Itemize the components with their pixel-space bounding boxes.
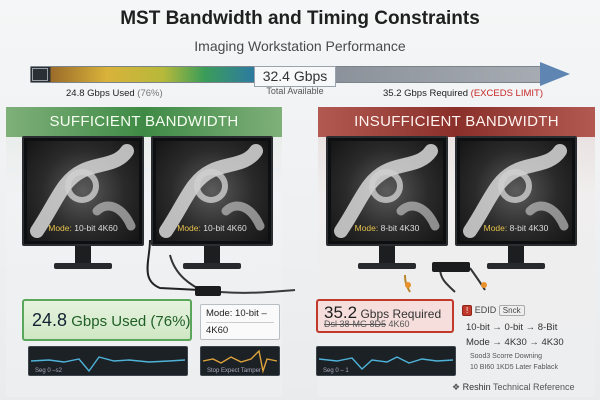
mode-value: 10-bit 4K60 [203,223,247,233]
used-bandwidth-pct: (76%) [137,88,163,99]
waveform-graphic [318,356,454,370]
monitor-mode-tag: Mode: 8-bit 4K30 [460,223,572,233]
required-bandwidth-text: 35.2 Gbps Required [383,88,469,99]
mode-box: Mode: 10-bit – 4K60 [200,304,280,340]
page-subtitle: Imaging Workstation Performance [194,38,406,54]
used-gbps-value: 24.8 [32,310,68,330]
used-bandwidth-box: 24.8 Gbps Used (76%) [22,299,192,341]
mst-hub-left [195,286,221,296]
mst-hub-right [432,262,470,272]
xray-bone-graphic [159,144,265,238]
required-bandwidth-readout: 35.2 Gbps Required [324,303,441,323]
monitor-base [183,263,241,269]
brand-logo-icon: ❖ [452,382,461,392]
waveform-label: Seg 0 –s2 [35,368,63,374]
monitor-left-2: Mode: 10-bit 4K60 [151,136,273,246]
xray-bone-graphic [463,144,569,238]
edid-label: EDID [474,305,497,315]
monitor-stand [204,246,220,264]
mode-label: Mode: [483,223,508,233]
mode-label: Mode: [354,223,379,233]
signal-waveform: Seg 0 –s2 [28,346,188,376]
fallback-bitdepth-row: 10-bit → 0-bit → 8-Bit [466,322,558,333]
xray-bone-graphic [334,144,440,238]
mode-label: Mode: [177,223,201,233]
footer-text: Technical Reference [492,382,575,392]
used-bandwidth-text: 24.8 Gbps Used [66,88,135,99]
xray-image: Mode: 8-bit 4K30 [460,141,572,241]
monitor-mode-tag: Mode: 10-bit 4K60 [156,223,268,233]
waveform-label: Seg 0 – 1 [323,368,349,374]
mode-value: 8-bit 4K30 [380,223,420,233]
fallback-mode-row: Mode → 4K30 → 4K30 [466,337,564,348]
mode-value: 10-bit 4K60 [74,223,118,233]
monitor-stand [379,246,395,264]
struck-mode: Dsl 38-MG 8D5 [324,319,387,329]
monitor-stand [508,246,524,264]
note-line: Sood3 Scorre Downing [470,353,542,360]
divider [206,322,274,323]
waveform-label: Stop Expect Tamper [207,368,261,374]
exceeds-limit-warning: (EXCEDS LIMIT) [470,88,543,99]
monitor-mode-tag: Mode: 10-bit 4K60 [27,223,139,233]
xray-image: Mode: 10-bit 4K60 [27,141,139,241]
used-gbps-label: Gbps Used (76%) [71,313,191,330]
used-bandwidth-readout: 24.8 Gbps Used (76%) [32,310,190,331]
required-bandwidth-label: 35.2 Gbps Required (EXCEDS LIMIT) [383,88,543,99]
insufficient-heading: INSUFFICIENT BANDWIDTH [318,107,595,137]
monitor-base [487,263,545,269]
waveform-graphic [202,349,278,374]
page-title: MST Bandwidth and Timing Constraints [120,8,480,29]
xray-image: Mode: 8-bit 4K30 [331,141,443,241]
waveform-graphic [30,356,186,373]
mode-line: Mode: 10-bit – [206,308,267,319]
edid-chip: Snck [498,305,525,316]
monitor-right-2: Mode: 8-bit 4K30 [455,136,577,246]
monitor-base [54,263,112,269]
monitor-right-1: Mode: 8-bit 4K30 [326,136,448,246]
required-bandwidth-box: 35.2 Gbps Required Dsl 38-MG 8D5 4K60 [316,299,454,333]
monitor-mode-tag: Mode: 8-bit 4K30 [331,223,443,233]
signal-waveform: Stop Expect Tamper [200,346,280,376]
monitor-left-1: Mode: 10-bit 4K60 [22,136,144,246]
mode-label: Mode: [48,223,72,233]
note-line: 10 BI60 1KD5 Later Fablack [470,364,558,371]
total-bandwidth-label: Total Available [266,86,324,96]
used-bandwidth-label: 24.8 Gbps Used (76%) [66,88,163,99]
fallback-notes: Sood3 Scorre Downing 10 BI60 1KD5 Later … [470,351,558,373]
xray-image: Mode: 10-bit 4K60 [156,141,268,241]
edid-row: ! EDID Snck [462,305,525,316]
required-gbps-value: 35.2 [324,303,358,322]
mode-resolution: 4K60 [206,325,229,336]
footer: ❖ Reshin Technical Reference [452,382,575,393]
requested-mode: 4K60 [388,319,410,329]
required-gbps-label: Gbps Required [360,307,442,321]
sufficient-heading: SUFFICIENT BANDWIDTH [6,107,282,137]
xray-bone-graphic [30,144,136,238]
total-bandwidth-value: 32.4 Gbps [254,66,336,87]
mode-value: 8-bit 4K30 [509,223,549,233]
monitor-stand [75,246,91,264]
required-mode-line: Dsl 38-MG 8D5 4K60 [324,319,410,329]
bandwidth-bar-cap [32,68,48,81]
signal-waveform: Seg 0 – 1 [316,346,456,376]
brand-name: Reshin [462,382,491,392]
monitor-base [358,263,416,269]
edid-warning-icon: ! [462,305,473,316]
arrow-right-icon [540,62,570,86]
